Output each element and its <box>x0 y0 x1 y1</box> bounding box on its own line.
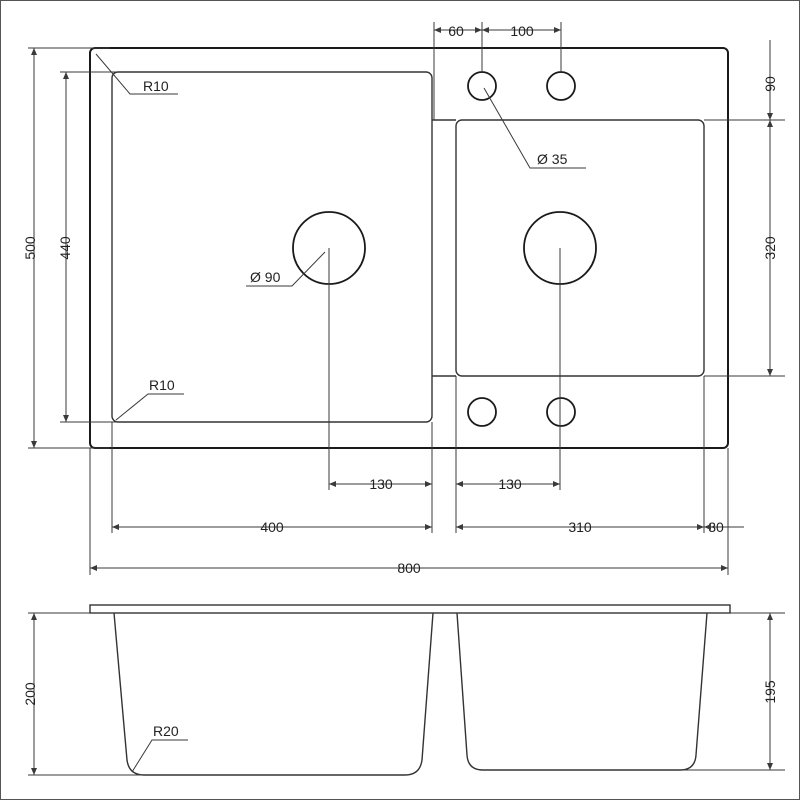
dim-label-310: 310 <box>568 519 592 535</box>
leader-d90 <box>246 251 326 287</box>
dim-label-130-right: 130 <box>498 476 522 492</box>
callout-r10-bottom: R10 <box>149 377 175 393</box>
sink-outline <box>89 47 729 449</box>
dim-label-130-left: 130 <box>369 476 393 492</box>
right-bowl-outline <box>455 119 705 377</box>
dim-label-90: 90 <box>762 76 778 92</box>
leader-r10-bottom <box>115 393 184 421</box>
tap-hole-right <box>546 71 576 101</box>
callout-d35: Ø 35 <box>537 151 568 167</box>
callout-d90: Ø 90 <box>250 269 281 285</box>
left-bowl-outline <box>111 71 433 423</box>
top-view: 500 440 800 400 310 30 130 130 320 90 60… <box>22 22 785 576</box>
dim-label-440: 440 <box>57 236 73 260</box>
callout-r10-top: R10 <box>143 78 169 94</box>
side-right-bowl <box>456 612 708 771</box>
tap-hole-left <box>467 71 497 101</box>
dim-label-500: 500 <box>22 236 38 260</box>
callout-r20: R20 <box>153 723 179 739</box>
dim-label-30: 30 <box>708 519 724 535</box>
dim-label-200: 200 <box>22 682 38 706</box>
dim-label-400: 400 <box>260 519 284 535</box>
dim-label-195: 195 <box>762 680 778 704</box>
leader-d35 <box>483 87 586 169</box>
dim-label-100: 100 <box>510 23 534 39</box>
dim-label-60: 60 <box>448 23 464 39</box>
side-rim <box>89 604 731 614</box>
side-view: 200 195 R20 <box>22 604 785 776</box>
leader-r10-top <box>95 53 178 95</box>
dim-label-800: 800 <box>397 560 421 576</box>
overflow-hole-left <box>467 397 497 427</box>
side-left-bowl <box>113 612 434 776</box>
dim-label-320: 320 <box>762 236 778 260</box>
overflow-hole-right <box>546 397 576 427</box>
leader-r20 <box>131 739 188 773</box>
